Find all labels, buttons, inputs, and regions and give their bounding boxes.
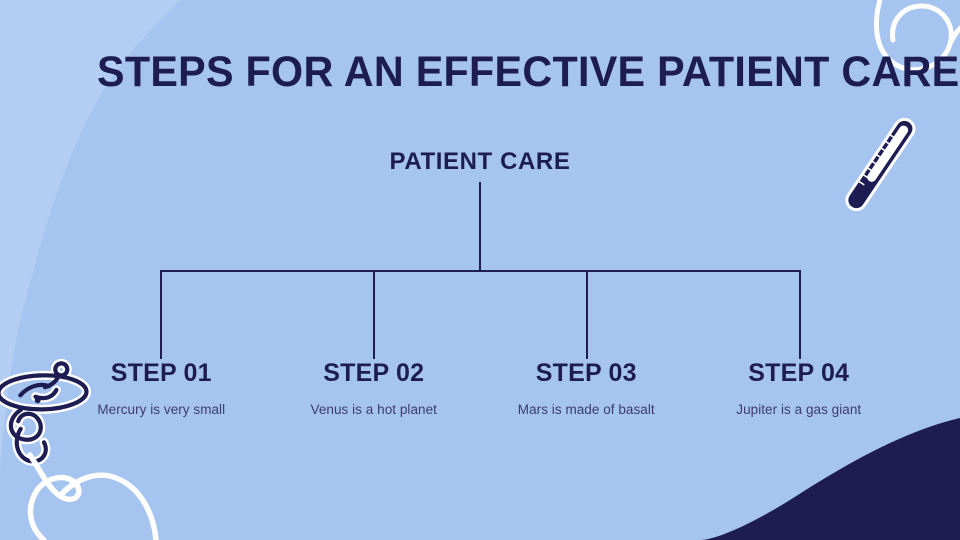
- step-description-02: Venus is a hot planet: [310, 402, 437, 418]
- step-item-01: STEP 01 Mercury is very small: [55, 358, 268, 419]
- page-title: STEPS FOR AN EFFECTIVE PATIENT CARE: [97, 48, 960, 96]
- step-item-02: STEP 02 Venus is a hot planet: [268, 358, 481, 419]
- step-description-01: Mercury is very small: [97, 402, 226, 418]
- step-title-02: STEP 02: [323, 359, 425, 387]
- connector-drop-step-01: [160, 271, 162, 359]
- step-description-04: Jupiter is a gas giant: [736, 402, 862, 418]
- root-node-label: PATIENT CARE: [389, 148, 571, 175]
- step-title-01: STEP 01: [110, 359, 212, 387]
- connector-stem-center: [479, 182, 481, 272]
- ribbon-curl-bottom-left: [27, 452, 159, 540]
- step-item-04: STEP 04 Jupiter is a gas giant: [693, 358, 906, 419]
- connector-drop-step-04: [799, 271, 801, 359]
- connector-drop-step-03: [586, 271, 588, 359]
- step-title-03: STEP 03: [535, 359, 637, 387]
- connector-drop-step-02: [373, 271, 375, 359]
- bottom-right-wave-shape: [700, 418, 960, 540]
- step-item-03: STEP 03 Mars is made of basalt: [480, 358, 693, 419]
- caduceus-eye: [34, 397, 41, 404]
- steps-row: STEP 01 Mercury is very small STEP 02 Ve…: [55, 358, 905, 419]
- step-title-04: STEP 04: [748, 359, 850, 387]
- step-description-03: Mars is made of basalt: [517, 402, 655, 418]
- connector-horizontal-bar: [160, 270, 801, 272]
